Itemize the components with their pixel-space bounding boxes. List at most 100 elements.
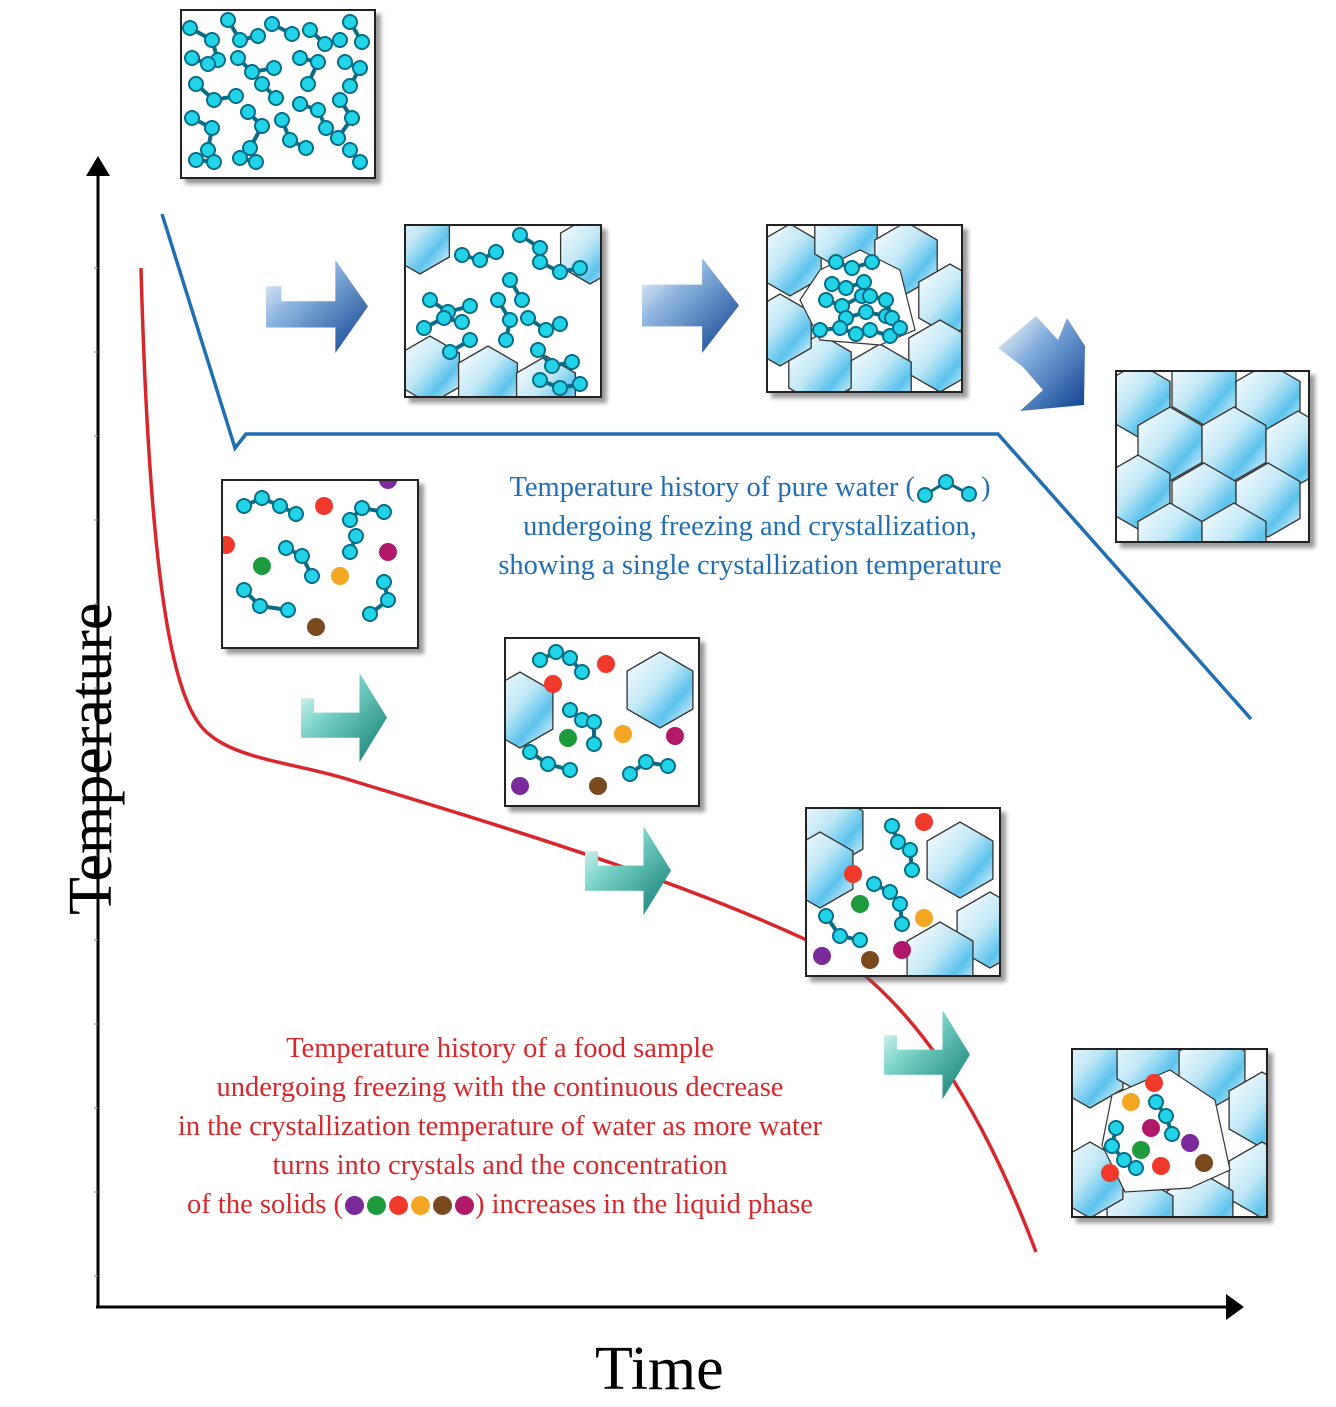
water-atom bbox=[812, 322, 828, 338]
water-atom bbox=[530, 342, 546, 358]
pure-water-line-2: undergoing freezing and crystallization, bbox=[523, 511, 977, 542]
water-atom bbox=[254, 118, 270, 134]
solid-particle bbox=[614, 725, 632, 743]
water-atom bbox=[310, 102, 326, 118]
solid-particle bbox=[1145, 1074, 1163, 1092]
water-atom bbox=[332, 32, 348, 48]
food-arrow-3 bbox=[884, 1010, 970, 1100]
solid-particle bbox=[1181, 1134, 1199, 1152]
water-atom bbox=[824, 276, 840, 292]
water-atom bbox=[332, 92, 348, 108]
water-atom bbox=[502, 312, 518, 328]
water-atom bbox=[512, 227, 528, 243]
water-atom bbox=[206, 154, 222, 170]
water-atom bbox=[862, 288, 878, 304]
water-atom bbox=[858, 304, 874, 320]
water-atom bbox=[280, 602, 296, 618]
axes bbox=[86, 156, 1244, 1320]
panel-food-nucleation bbox=[504, 637, 700, 807]
water-atom bbox=[292, 96, 308, 112]
water-atom bbox=[1116, 1152, 1132, 1168]
water-atom bbox=[462, 332, 478, 348]
water-atom bbox=[832, 928, 848, 944]
water-atom bbox=[882, 884, 898, 900]
water-atom bbox=[1148, 1094, 1164, 1110]
water-atom bbox=[337, 54, 353, 70]
water-atom bbox=[442, 344, 458, 360]
water-atom bbox=[292, 50, 308, 66]
solid-particle bbox=[511, 777, 529, 795]
water-atom bbox=[264, 16, 280, 32]
water-atom bbox=[318, 120, 334, 136]
ice-crystal bbox=[626, 651, 694, 729]
water-molecule-icon bbox=[917, 474, 978, 504]
water-atom bbox=[184, 50, 200, 66]
solid-particle bbox=[915, 813, 933, 831]
water-atom bbox=[348, 528, 364, 544]
water-atom bbox=[248, 154, 264, 170]
water-atom bbox=[230, 50, 246, 66]
ice-crystal bbox=[806, 831, 854, 909]
ice-crystal bbox=[457, 345, 519, 397]
water-atom bbox=[454, 314, 470, 330]
water-atom bbox=[1164, 1126, 1180, 1142]
water-atom bbox=[544, 358, 560, 374]
water-atom bbox=[562, 650, 578, 666]
water-atom bbox=[228, 88, 244, 104]
water-atom bbox=[894, 916, 910, 932]
water-atom bbox=[310, 54, 326, 70]
water-atom bbox=[902, 842, 918, 858]
solid-particle bbox=[1101, 1164, 1119, 1182]
water-atom bbox=[548, 644, 564, 660]
water-atom bbox=[490, 292, 506, 308]
pure-water-annotation: Temperature history of pure water () und… bbox=[440, 468, 1060, 585]
water-atom bbox=[852, 932, 868, 948]
state-panels bbox=[180, 9, 1310, 1218]
x-axis-arrowhead bbox=[1226, 1294, 1244, 1320]
water-atom bbox=[848, 326, 864, 342]
water-atom bbox=[878, 292, 894, 308]
panel-food-growth bbox=[805, 807, 1001, 977]
water-atom bbox=[1158, 1108, 1174, 1124]
water-atom bbox=[638, 754, 654, 770]
water-atom bbox=[866, 876, 882, 892]
solid-dot-brown bbox=[432, 1196, 452, 1215]
water-atom bbox=[220, 12, 236, 28]
solid-particle bbox=[307, 618, 325, 636]
water-atom bbox=[244, 64, 260, 80]
water-atom bbox=[354, 500, 370, 516]
solid-particle bbox=[331, 567, 349, 585]
water-atom bbox=[462, 298, 478, 314]
water-atom bbox=[342, 512, 358, 528]
water-arrow-3 bbox=[998, 316, 1085, 411]
water-atom bbox=[342, 14, 358, 30]
solid-particle bbox=[1122, 1093, 1140, 1111]
water-atom bbox=[342, 544, 358, 560]
water-atom bbox=[330, 130, 346, 146]
water-atom bbox=[564, 354, 580, 370]
water-atom bbox=[552, 316, 568, 332]
water-atom bbox=[362, 606, 378, 622]
water-atom bbox=[538, 322, 554, 338]
water-atom bbox=[184, 110, 200, 126]
water-atom bbox=[204, 120, 220, 136]
x-axis-label: Time bbox=[595, 1335, 724, 1403]
ice-crystal bbox=[1201, 502, 1267, 542]
water-atom bbox=[832, 320, 848, 336]
water-atom bbox=[344, 110, 360, 126]
water-atom bbox=[520, 310, 536, 326]
water-atom bbox=[422, 292, 438, 308]
water-atom bbox=[572, 376, 588, 392]
water-atom bbox=[284, 26, 300, 42]
panel-food-frozen bbox=[1071, 1048, 1268, 1218]
pure-water-line-1: Temperature history of pure water () bbox=[509, 472, 991, 504]
water-atom bbox=[342, 142, 358, 158]
water-atom bbox=[562, 762, 578, 778]
water-atom bbox=[818, 292, 834, 308]
water-atom bbox=[188, 152, 204, 168]
water-atom bbox=[552, 264, 568, 280]
water-bond bbox=[243, 495, 297, 516]
y-axis-arrowhead bbox=[86, 156, 110, 176]
water-atom bbox=[488, 244, 504, 260]
water-atom bbox=[890, 834, 906, 850]
